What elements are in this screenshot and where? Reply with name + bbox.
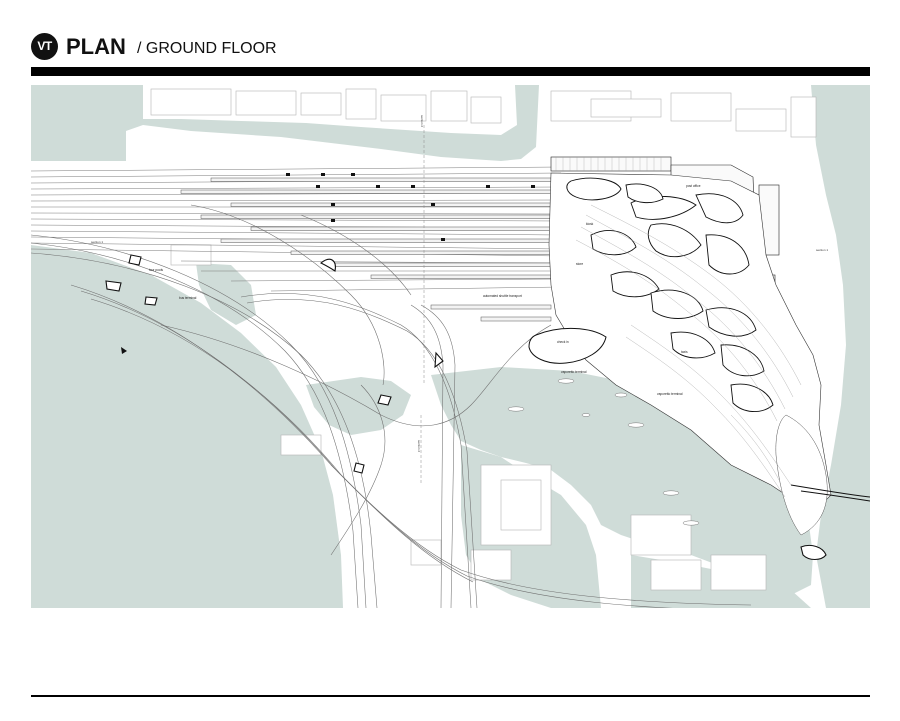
- footbridge: [790, 484, 870, 502]
- label-section-b: section 1: [816, 248, 828, 252]
- track-markers: [286, 173, 535, 241]
- label-store: store: [576, 262, 583, 266]
- label-bus-terminal: bus terminal: [179, 296, 197, 300]
- road-curves: [31, 204, 752, 608]
- label-post-office: post office: [686, 184, 701, 188]
- plaza-contours: [575, 204, 802, 498]
- section-axes: [420, 125, 425, 485]
- label-kiosk: kiosk: [586, 222, 594, 226]
- boats: [507, 378, 700, 526]
- label-taxis: taxis: [681, 350, 688, 354]
- label-vaporetto-terminal-2: vaporetto terminal: [657, 392, 683, 396]
- context-buildings: [150, 88, 817, 591]
- page-subtitle: / GROUND FLOOR: [137, 40, 277, 57]
- ground-floor-plan: tour pools bus terminal automated shuttl…: [31, 85, 870, 608]
- header-rule: [31, 67, 870, 76]
- footer-rule: [31, 695, 870, 697]
- page-title: PLAN: [66, 34, 126, 59]
- label-tour-pools: tour pools: [149, 268, 163, 272]
- vehicles: [105, 254, 827, 561]
- station-grid: [555, 157, 662, 171]
- label-automated-shuttle: automated shuttle transport: [483, 294, 522, 298]
- north-arrow: [121, 347, 127, 354]
- pavilions: [566, 177, 774, 412]
- label-section-c: section 2: [420, 115, 424, 127]
- label-check-in: check in: [557, 340, 569, 344]
- vt-logo: VT: [31, 33, 58, 60]
- check-in-pavilion: [528, 327, 607, 364]
- label-section-a: section 1: [91, 240, 103, 244]
- label-vaporetto-terminal: vaporetto terminal: [561, 370, 587, 374]
- label-section-d: section 2: [417, 440, 421, 452]
